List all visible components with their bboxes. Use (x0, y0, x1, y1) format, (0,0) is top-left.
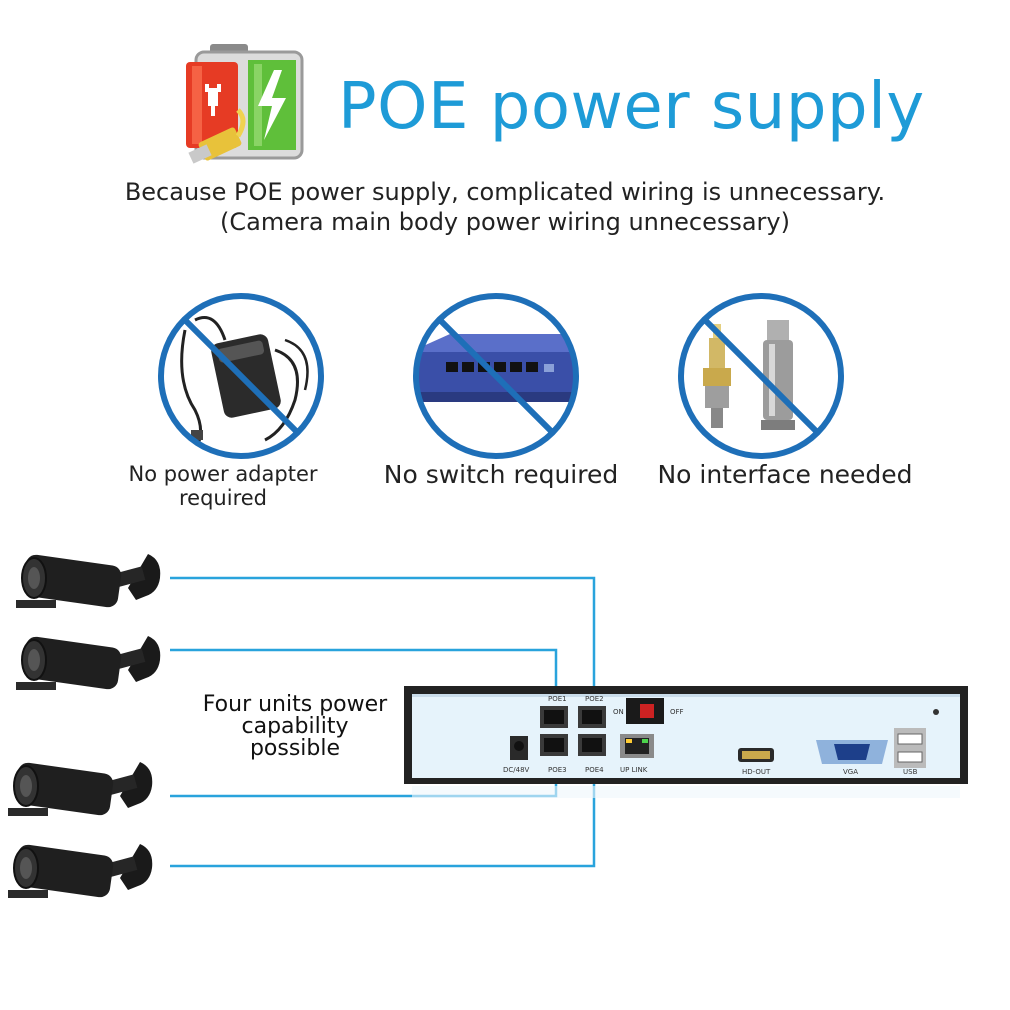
subtitle-line-1: Because POE power supply, complicated wi… (124, 178, 886, 206)
four-units-note: Four units power capability possible (202, 692, 388, 761)
no-switch-icon (413, 293, 579, 459)
camera-icon-4 (8, 844, 153, 898)
camera-icon-3 (8, 762, 153, 816)
camera-icon-1 (16, 554, 161, 608)
camera-icon-2 (16, 636, 161, 690)
feature-label-no-power-adapter: No power adapter required (128, 462, 318, 510)
port-label-on: ON (613, 708, 624, 716)
feature-label-no-switch: No switch required (383, 460, 619, 489)
no-interface-icon (678, 293, 844, 459)
port-label-off: OFF (670, 708, 684, 716)
port-label-hdout: HD-OUT (742, 768, 771, 776)
port-label-poe1: POE1 (548, 695, 567, 703)
port-label-poe2: POE2 (585, 695, 604, 703)
battery-icon (186, 44, 304, 164)
port-label-vga: VGA (843, 768, 859, 776)
page-title: POE power supply (338, 70, 925, 144)
port-label-poe4: POE4 (585, 766, 604, 774)
port-label-dc: DC/48V (503, 766, 530, 774)
port-label-uplink: UP LINK (620, 766, 648, 774)
no-power-adapter-icon (158, 293, 324, 459)
port-label-usb: USB (903, 768, 918, 776)
feature-label-no-interface: No interface needed (657, 460, 913, 489)
cable-camera-1 (170, 576, 596, 708)
port-label-poe3: POE3 (548, 766, 567, 774)
nvr-device (404, 686, 968, 798)
subtitle-line-2: (Camera main body power wiring unnecessa… (220, 208, 790, 236)
poe-ports (540, 706, 606, 756)
